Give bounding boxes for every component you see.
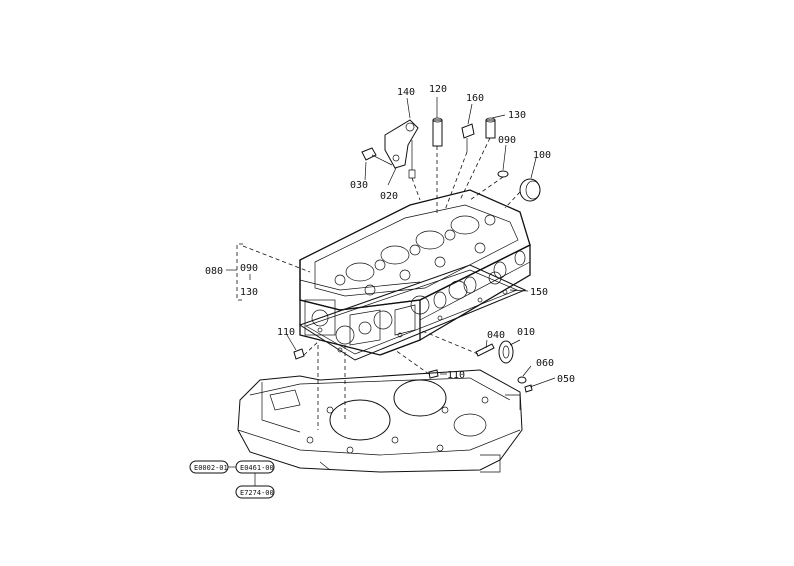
engine-block <box>237 369 523 473</box>
part-130-plug <box>485 117 496 139</box>
part-labels: 140 120 160 130 090 100 030 020 080 090 … <box>205 84 575 385</box>
group-bracket-080 <box>226 243 251 301</box>
label-110-right: 110 <box>447 370 465 381</box>
part-160-bolt <box>461 123 475 152</box>
part-030-bolt <box>361 147 393 166</box>
label-020: 020 <box>380 191 398 202</box>
label-010: 010 <box>517 327 535 338</box>
label-140: 140 <box>397 87 415 98</box>
label-150: 150 <box>530 287 548 298</box>
part-120-pin <box>432 117 443 147</box>
ref-code-3: E7274-00 <box>240 489 274 497</box>
part-090-ring <box>497 170 509 178</box>
ref-code-1: E0002-01 <box>194 464 228 472</box>
label-130-top: 130 <box>508 110 526 121</box>
cylinder-head <box>299 189 531 356</box>
label-030: 030 <box>350 180 368 191</box>
label-090-group: 090 <box>240 263 258 274</box>
part-140-bracket <box>384 119 419 179</box>
reference-codes: E0002-01 E0461-00 E7274-00 <box>189 460 275 499</box>
ref-code-2: E0461-00 <box>240 464 274 472</box>
label-120: 120 <box>429 84 447 95</box>
label-040: 040 <box>487 330 505 341</box>
leader-lines <box>242 97 556 430</box>
part-110-plug-left <box>293 348 305 360</box>
part-110-plug-right <box>428 369 439 379</box>
head-gasket <box>298 264 527 361</box>
ref-code-box-3 <box>235 485 275 499</box>
label-080: 080 <box>205 266 223 277</box>
part-060-washer <box>517 376 527 384</box>
label-090-top: 090 <box>498 135 516 146</box>
label-100: 100 <box>533 150 551 161</box>
part-050-nut <box>524 384 533 393</box>
label-130-group: 130 <box>240 287 258 298</box>
label-160: 160 <box>466 93 484 104</box>
label-050: 050 <box>557 374 575 385</box>
label-060: 060 <box>536 358 554 369</box>
part-040-stud <box>475 343 495 357</box>
label-110-left: 110 <box>277 327 295 338</box>
part-010-gasket <box>498 340 514 364</box>
part-100-cap <box>519 178 541 202</box>
